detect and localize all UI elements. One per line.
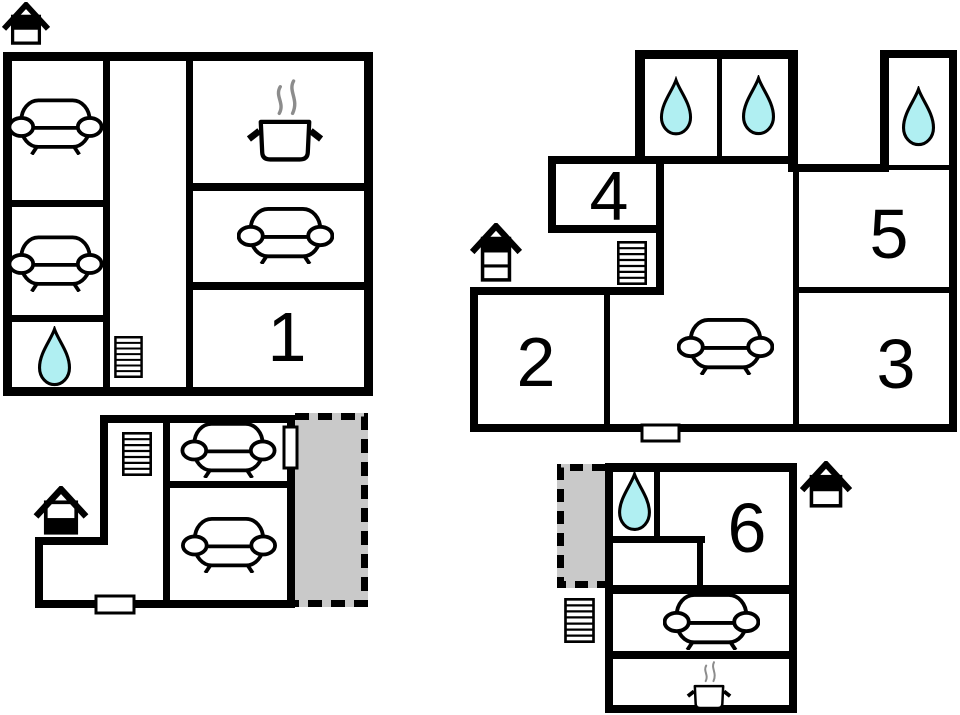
house-level-icon: [4, 5, 48, 43]
water-drop-icon: [37, 327, 72, 387]
wall: [790, 164, 888, 172]
wall: [100, 415, 295, 423]
room-number: 3: [877, 325, 916, 403]
wall: [3, 52, 373, 61]
room-number: 2: [517, 323, 556, 401]
wall: [605, 463, 613, 713]
cooking-pot-icon: [249, 81, 321, 159]
house-level-icon: [472, 226, 520, 280]
wall: [35, 600, 295, 608]
stairs-icon: [122, 432, 152, 476]
wall: [103, 58, 110, 390]
sofa-bed-icon: [663, 592, 760, 650]
wall: [793, 164, 799, 432]
wall: [604, 295, 610, 430]
wall: [789, 463, 797, 713]
sofa-bed-icon: [180, 516, 278, 573]
plan-bottom-left: [35, 413, 368, 615]
terrace-border: [557, 464, 605, 588]
wall: [470, 287, 664, 295]
wall: [470, 287, 478, 432]
stairs-icon: [564, 598, 595, 643]
wall: [3, 387, 373, 396]
house-level-icon: [802, 464, 850, 506]
wall: [470, 424, 957, 432]
wall: [548, 225, 664, 233]
house-level-icon: [36, 489, 86, 532]
wall: [163, 421, 170, 602]
sofa-bed-icon: [180, 421, 277, 478]
room-number: 4: [590, 157, 629, 235]
wall: [788, 50, 798, 172]
terrace-area: [295, 413, 368, 607]
sofa-bed-icon: [8, 98, 103, 155]
water-drop-icon: [901, 87, 936, 147]
stairs-icon: [617, 241, 647, 285]
wall: [697, 536, 703, 590]
room-number: 5: [870, 195, 909, 273]
wall: [605, 463, 797, 472]
wall: [656, 160, 664, 295]
wall: [191, 183, 367, 191]
window-marker: [282, 425, 299, 470]
wall: [888, 165, 949, 170]
wall: [35, 537, 43, 608]
wall: [191, 282, 367, 290]
terrace-border: [295, 413, 368, 607]
plan-bottom-right: 6: [557, 463, 850, 713]
wall: [880, 50, 889, 172]
wall: [3, 52, 12, 396]
wall: [610, 651, 790, 659]
door-marker: [94, 594, 136, 615]
wall: [610, 536, 705, 543]
wall: [364, 52, 373, 396]
plan-top-right: 4 5 2 3: [470, 50, 957, 443]
sofa-bed-icon: [677, 317, 774, 375]
wall: [186, 58, 193, 390]
sofa-bed-icon: [8, 235, 103, 292]
room-number: 1: [268, 298, 307, 376]
wall: [10, 200, 105, 207]
wall: [168, 481, 289, 488]
room-number: 6: [728, 489, 767, 567]
wall: [880, 50, 957, 58]
wall: [654, 468, 660, 538]
terrace-area: [557, 464, 605, 588]
wall: [100, 415, 108, 545]
water-drop-icon: [659, 78, 693, 136]
wall: [610, 585, 790, 594]
wall: [548, 156, 798, 164]
wall: [635, 50, 645, 164]
wall: [635, 50, 798, 59]
wall: [548, 156, 556, 233]
door-marker: [640, 423, 681, 443]
wall: [287, 415, 295, 608]
wall: [35, 537, 108, 545]
water-drop-icon: [741, 76, 776, 136]
stairs-icon: [114, 336, 143, 378]
sofa-bed-icon: [237, 206, 334, 264]
wall: [717, 57, 722, 160]
cooking-pot-icon: [688, 662, 730, 708]
water-drop-icon: [618, 472, 651, 532]
wall: [10, 315, 105, 322]
plan-top-left: 1: [3, 5, 373, 396]
wall: [949, 50, 957, 432]
wall: [799, 287, 949, 293]
